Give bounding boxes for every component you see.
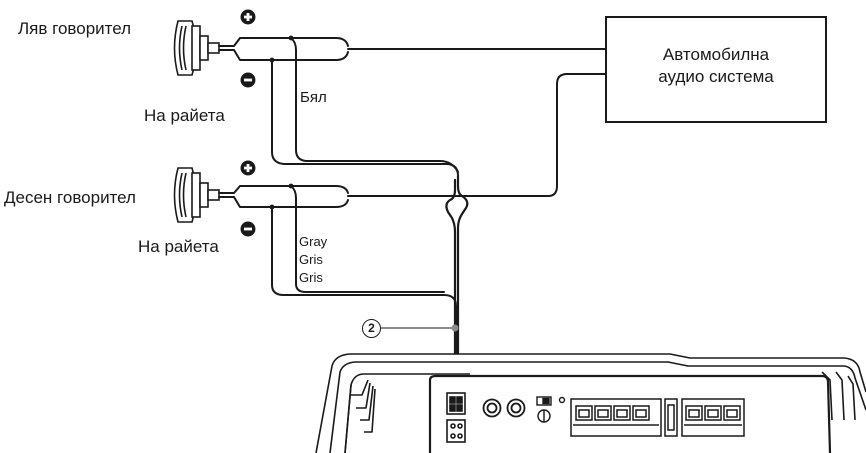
car-audio-line-1: Автомобилна — [662, 45, 770, 64]
left-speaker-label: Ляв говорител — [18, 19, 132, 38]
minus-circle-icon — [240, 221, 256, 237]
speaker-input-connector — [446, 392, 466, 443]
plus-circle-icon — [240, 9, 256, 25]
callout-leader — [381, 324, 459, 332]
gray-wire-label-es: Gris — [299, 270, 323, 285]
in-series-label-bottom: На райета — [138, 237, 219, 256]
plus-circle-icon — [240, 160, 256, 176]
car-audio-system-label: Автомобилна аудио система — [606, 44, 826, 88]
gray-wire-label-en: Gray — [299, 234, 328, 249]
callout-number-2: 2 — [362, 319, 381, 338]
in-series-label-top: На райета — [144, 106, 225, 125]
car-audio-line-2: аудио система — [658, 67, 774, 86]
rca-input-jacks — [482, 398, 526, 418]
gain-switch-and-knob — [536, 396, 566, 423]
right-speaker-icon — [173, 167, 220, 223]
junction-dots — [269, 35, 294, 210]
car-audio-system-box — [605, 16, 827, 123]
wiring — [218, 37, 607, 394]
left-speaker-icon — [173, 20, 220, 76]
right-speaker-label: Десен говорител — [4, 188, 136, 207]
gray-wire-label-fr: Gris — [299, 252, 323, 267]
white-wire-label: Бял — [300, 89, 327, 106]
minus-circle-icon — [240, 72, 256, 88]
speaker-output-terminals — [570, 398, 745, 437]
